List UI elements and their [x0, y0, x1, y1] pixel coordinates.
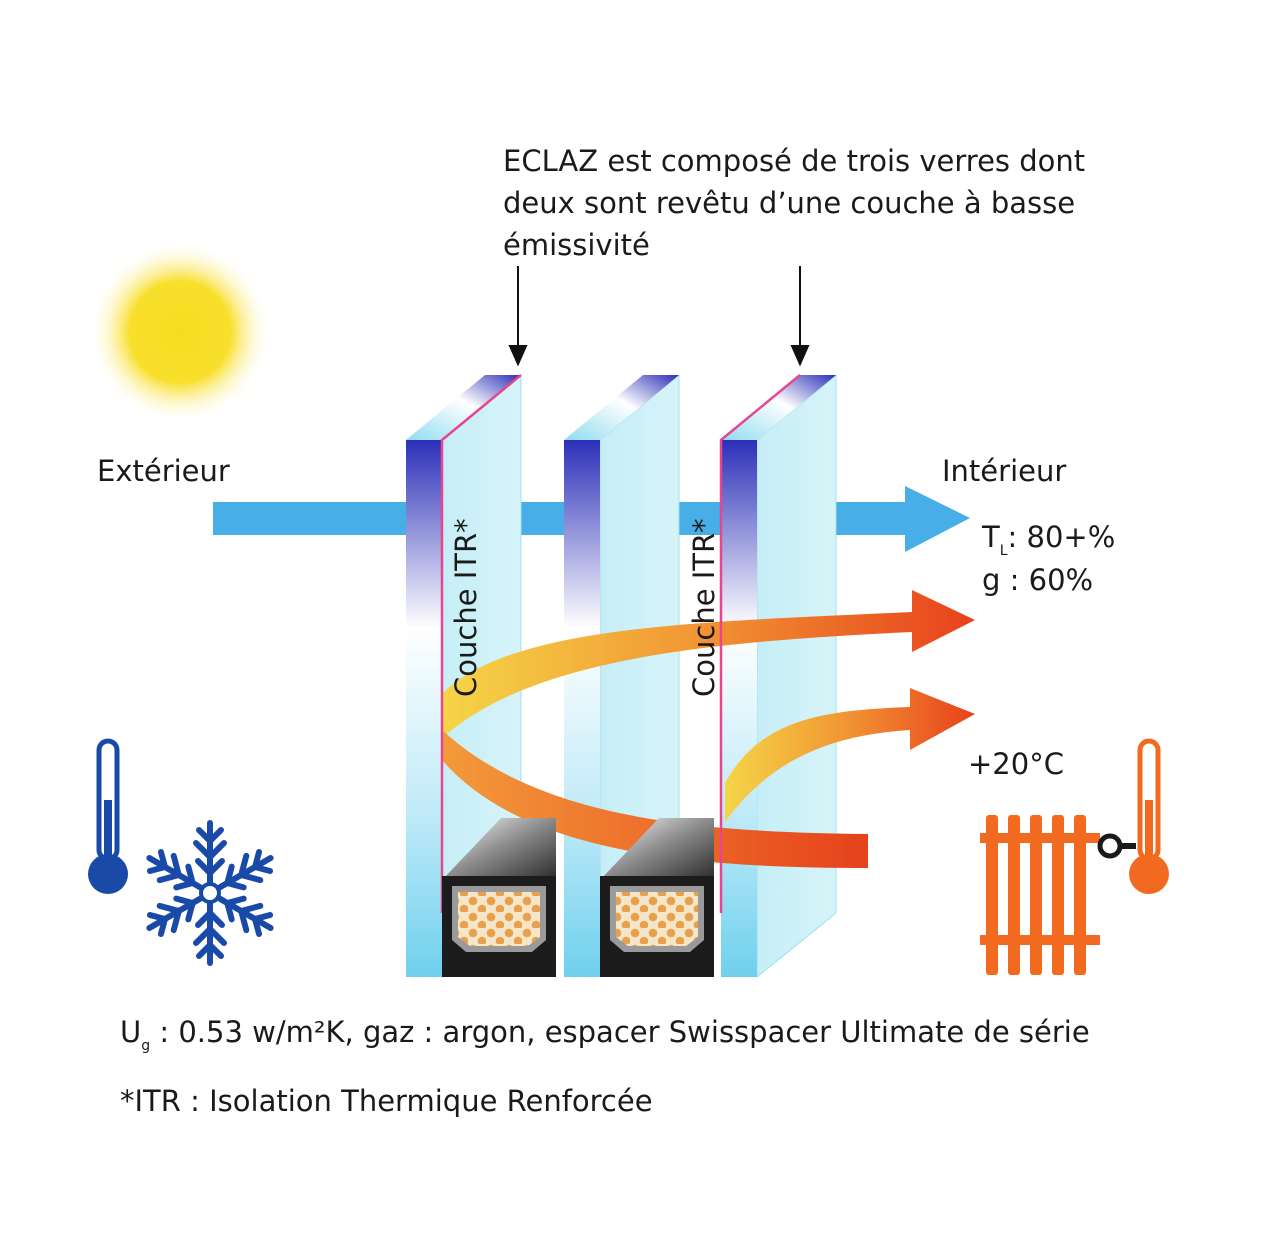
- coating-lines: [440, 374, 801, 913]
- pointer-arrows: [508, 266, 810, 367]
- itr-footnote: *ITR : Isolation Thermique Renforcée: [120, 1084, 653, 1118]
- tl-subscript: L: [999, 543, 1008, 559]
- tl-value: : 80+%: [1007, 520, 1116, 554]
- ug-text: : 0.53 w/m²K, gaz : argon, espacer Swiss…: [150, 1015, 1090, 1049]
- radiator-icon: [980, 815, 1136, 975]
- glass-pane-interior: [721, 373, 837, 979]
- spacer-1: [442, 818, 556, 977]
- sun-icon: [88, 240, 272, 424]
- snowflake-icon: [142, 820, 277, 963]
- coating-label-1: Couche ITR*: [449, 518, 483, 697]
- ug-subscript: g: [141, 1038, 151, 1054]
- coating-label-2: Couche ITR*: [687, 518, 721, 697]
- u-value-line: Ug : 0.53 w/m²K, gaz : argon, espacer Sw…: [120, 1015, 1090, 1054]
- caption-line-2: deux sont revêtu d’une couche à basse: [503, 186, 1076, 220]
- thermometer-warm-icon: [1129, 738, 1169, 894]
- thermometer-cold-icon: [88, 738, 128, 894]
- tl-symbol: T: [982, 520, 1000, 554]
- light-transmission-label: TL: 80+%: [982, 520, 1116, 559]
- caption-line-3: émissivité: [503, 228, 650, 262]
- ug-symbol: U: [120, 1015, 142, 1049]
- temperature-label: +20°C: [968, 747, 1064, 781]
- caption-line-1: ECLAZ est composé de trois verres dont: [503, 144, 1086, 178]
- heat-arrow-upper: [442, 590, 975, 738]
- heat-arrow-inner: [725, 688, 975, 822]
- heat-arrow-lower: [442, 730, 868, 868]
- solar-factor-label: g : 60%: [982, 563, 1094, 597]
- interior-label: Intérieur: [942, 454, 1067, 488]
- spacer-2: [600, 818, 714, 977]
- exterior-label: Extérieur: [97, 454, 230, 488]
- composition-caption: ECLAZ est composé de trois verres dont d…: [503, 140, 1085, 266]
